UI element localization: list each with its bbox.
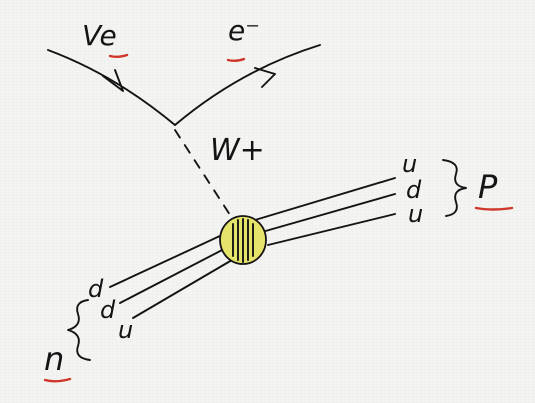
neutrino-label: Ve (82, 19, 117, 52)
neutron-underline (43, 377, 72, 383)
proton-quark-d: d (406, 176, 422, 204)
proton-underline (474, 206, 514, 211)
neutron-quark-u: u (118, 316, 133, 344)
electron-arrow (254, 67, 276, 88)
neutron-quark-line-d2 (119, 247, 227, 304)
neutrino-line (47, 49, 176, 126)
electron-underline (226, 57, 246, 62)
neutrino-underline (108, 53, 129, 58)
proton-quark-u1: u (402, 150, 417, 178)
proton-quark-line-u2 (267, 213, 396, 246)
neutron-label: n (44, 340, 64, 378)
electron-line (174, 44, 321, 126)
neutron-quark-d1: d (88, 275, 104, 303)
proton-quark-u2: u (408, 200, 423, 228)
neutron-quark-line-u (132, 259, 233, 319)
neutron-quark-d2: d (100, 296, 116, 324)
w-boson-line (174, 129, 233, 219)
neutron-quark-line-d1 (109, 234, 223, 288)
proton-quark-line-u1 (254, 177, 396, 221)
neutrino-arrow (102, 69, 124, 92)
proton-brace (442, 159, 467, 217)
proton-quark-line-d (261, 193, 396, 233)
electron-label: e⁻ (228, 14, 260, 47)
w-boson-label: W+ (210, 133, 265, 168)
neutron-brace (67, 299, 91, 361)
interaction-vertex-blob (219, 215, 267, 265)
proton-label: P (478, 168, 498, 206)
